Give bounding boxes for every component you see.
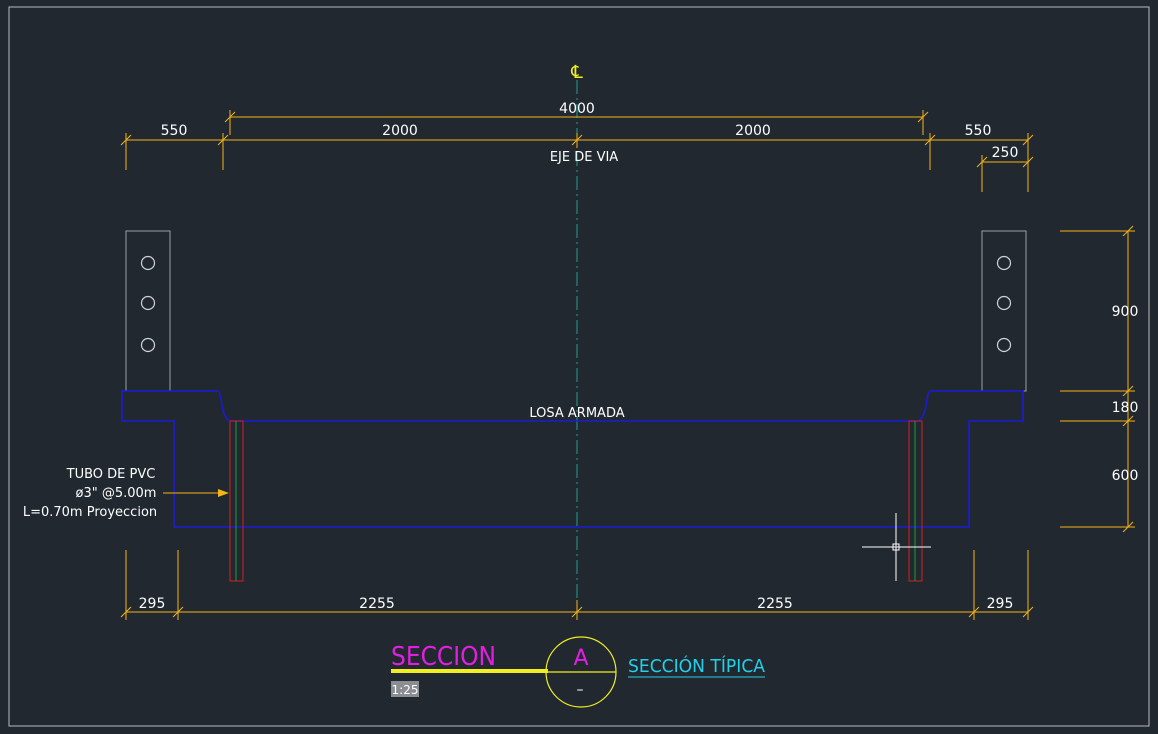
dim-tick: [924, 134, 936, 146]
pipe-note-line3: L=0.70m Proyeccion: [23, 505, 157, 520]
right-post: [981, 230, 1027, 392]
dim-tick: [571, 134, 583, 146]
dim-right-outer-text: 550: [965, 123, 992, 139]
dim-tick: [571, 606, 583, 618]
dim-tick: [1022, 134, 1034, 146]
post-hole: [140, 255, 156, 271]
dim-slab-thickness-text: 180: [1112, 400, 1139, 416]
dim-post-width-text: 250: [992, 145, 1019, 161]
right-dimensions: [1060, 225, 1135, 533]
dim-tick: [1122, 415, 1134, 427]
cursor-pickbox: [892, 543, 900, 551]
post-hole: [996, 255, 1012, 271]
dim-tick: [120, 606, 132, 618]
dim-left-outer-text: 550: [161, 123, 188, 139]
top-dimensions: [120, 110, 1034, 192]
post-hole: [996, 295, 1012, 311]
dim-tick: [172, 606, 184, 618]
dim-tick: [917, 111, 929, 123]
title-section-word: SECCION: [391, 642, 496, 672]
dim-tick: [120, 134, 132, 146]
axis-label: EJE DE VIA: [550, 150, 618, 165]
post-hole: [140, 337, 156, 353]
dim-right-edge-text: 295: [987, 596, 1014, 612]
dim-beam-depth-text: 600: [1112, 468, 1139, 484]
dim-overall-text: 4000: [559, 101, 595, 117]
centerline: ℄: [570, 62, 583, 600]
dim-tick: [217, 134, 229, 146]
slab-label: LOSA ARMADA: [529, 406, 624, 421]
centerline-symbol: ℄: [570, 62, 583, 83]
dim-tick: [1122, 521, 1134, 533]
dim-tick: [1122, 225, 1134, 237]
left-post-outline: [125, 230, 171, 392]
dim-tick: [1122, 385, 1134, 397]
leader-arrow-icon: [218, 489, 229, 497]
pipe-note: TUBO DE PVC ø3" @5.00m L=0.70m Proyeccio…: [23, 467, 229, 520]
slab-beam-section: [121, 390, 1024, 528]
crosshair-cursor-icon: [862, 513, 931, 581]
dim-tick: [976, 156, 988, 168]
dim-tick: [1022, 156, 1034, 168]
dim-left-inner-text: 2000: [382, 123, 418, 139]
right-drain-pipe: [908, 420, 923, 582]
pipe-note-line1: TUBO DE PVC: [66, 467, 156, 482]
post-hole: [996, 337, 1012, 353]
section-letter: A: [573, 646, 588, 671]
dim-tick: [968, 606, 980, 618]
title-block: SECCION 1:25 A – SECCIÓN TÍPICA: [391, 636, 766, 708]
dim-post-height-text: 900: [1112, 304, 1139, 320]
dim-right-span-text: 2255: [757, 596, 793, 612]
drawing-frame: [8, 6, 1150, 727]
left-post: [125, 230, 171, 392]
title-scale: 1:25: [392, 683, 419, 697]
right-post-outline: [981, 230, 1027, 392]
dim-left-edge-text: 295: [139, 596, 166, 612]
dim-tick: [1022, 606, 1034, 618]
dim-tick: [224, 111, 236, 123]
pipe-note-line2: ø3" @5.00m: [76, 486, 157, 501]
sheet-mark: –: [577, 682, 584, 698]
post-hole: [140, 295, 156, 311]
dim-right-inner-text: 2000: [735, 123, 771, 139]
section-title: SECCIÓN TÍPICA: [628, 655, 766, 677]
scale-highlight: [391, 681, 419, 697]
left-drain-pipe: [229, 420, 244, 582]
bottom-dimensions: [120, 550, 1034, 620]
dim-left-span-text: 2255: [359, 596, 395, 612]
